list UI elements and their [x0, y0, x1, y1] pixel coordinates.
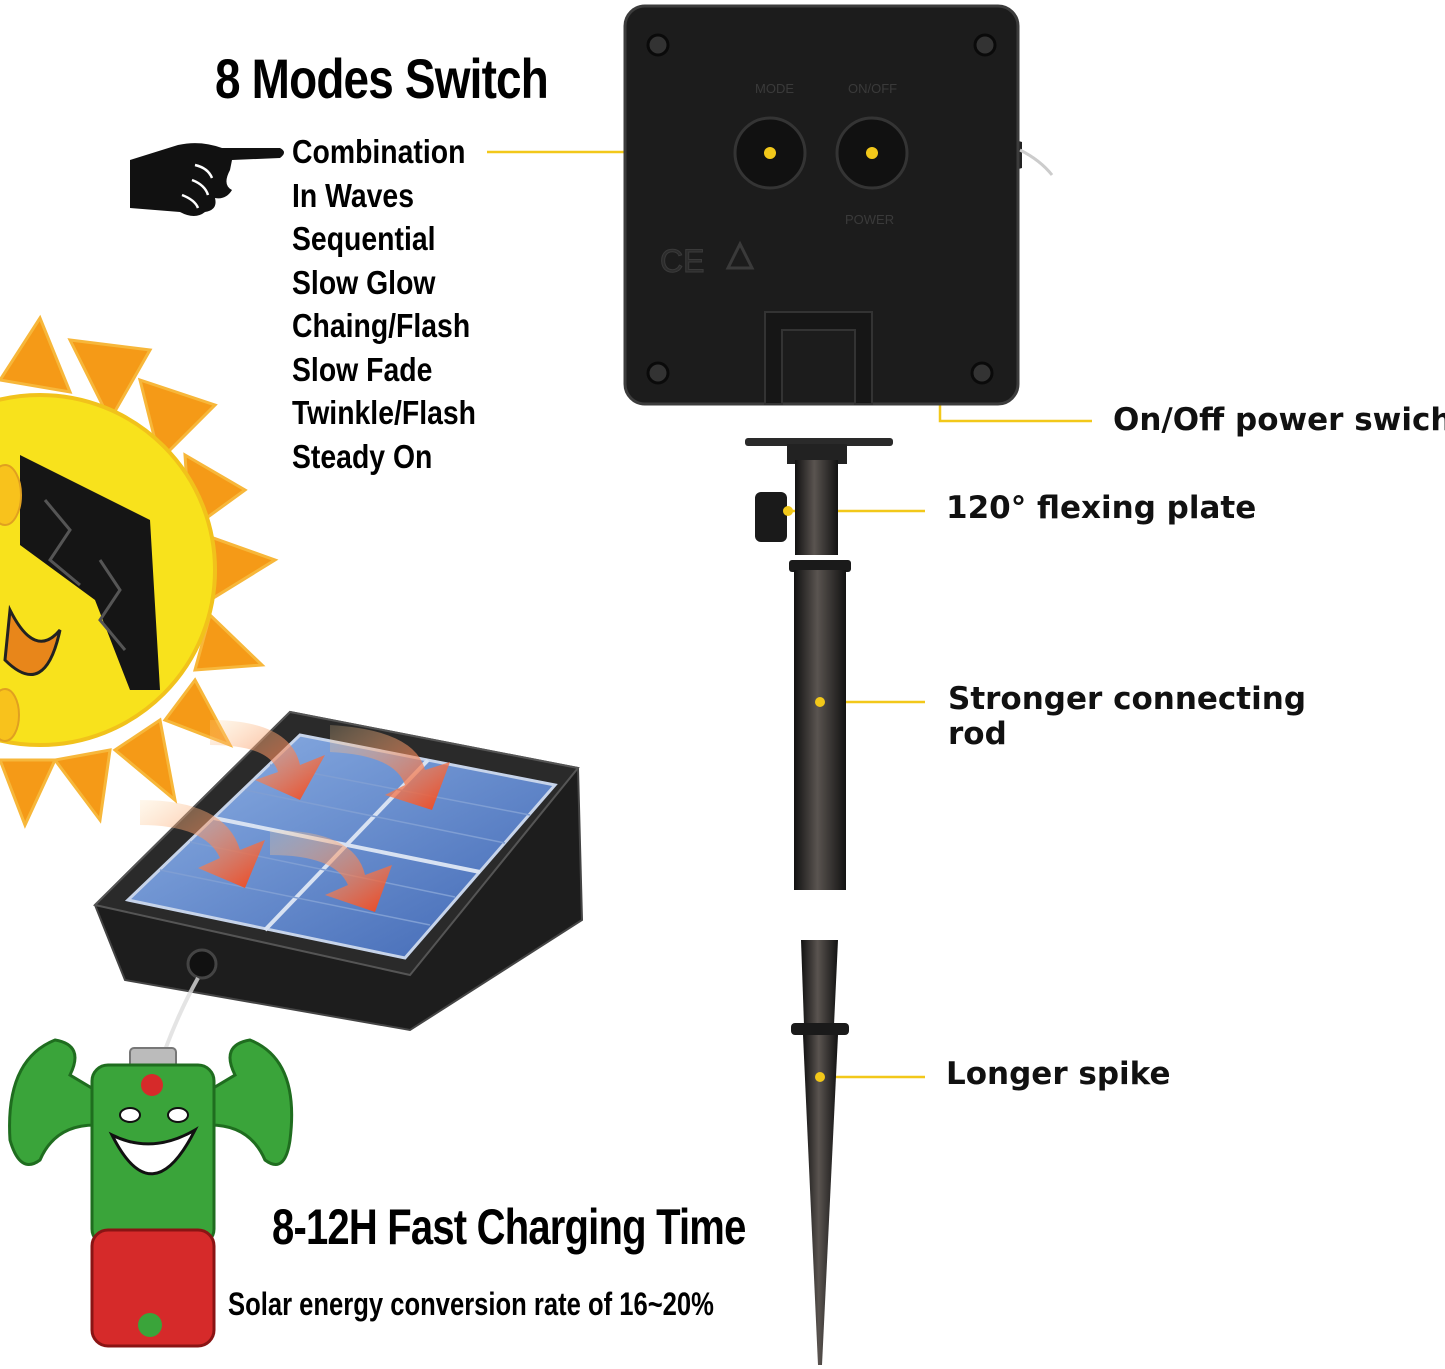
mode-item: Slow Fade — [292, 350, 433, 388]
recycle-icon — [725, 240, 755, 270]
ce-mark: CE — [660, 243, 704, 279]
onoff-label: ON/OFF — [848, 81, 897, 96]
mode-item: Sequential — [292, 220, 436, 257]
spike — [791, 940, 849, 1365]
onoff-switch-callout: On/Off power swich — [1113, 402, 1445, 438]
mode-item: Steady On — [292, 437, 433, 475]
heat-arrow-icon — [140, 720, 450, 912]
mode-item: Slow Glow — [292, 263, 436, 301]
flexing-plate-callout: 120° flexing plate — [946, 490, 1257, 526]
charging-time-title: 8-12H Fast Charging Time — [272, 1199, 746, 1255]
modes-list: Combination In Waves Sequential Slow Glo… — [292, 130, 506, 478]
pointing-hand-icon — [130, 143, 284, 216]
mode-label: MODE — [755, 81, 794, 96]
conversion-rate-text: Solar energy conversion rate of 16~20% — [228, 1286, 714, 1322]
mode-item: Combination — [292, 133, 466, 170]
spike-callout: Longer spike — [946, 1056, 1171, 1092]
sun-with-sunglasses-icon — [0, 314, 279, 829]
mode-item: Twinkle/Flash — [292, 394, 476, 431]
modes-title: 8 Modes Switch — [215, 47, 549, 110]
stake-rod — [745, 438, 893, 890]
control-box: MODE ON/OFF POWER CE — [623, 4, 1054, 406]
connecting-rod-callout: Stronger connecting rod — [948, 681, 1307, 752]
mode-item: Chaing/Flash — [292, 307, 471, 344]
mode-item: In Waves — [292, 176, 414, 214]
battery-mascot-icon — [8, 1038, 294, 1348]
screw-icon — [646, 33, 997, 385]
power-label: POWER — [845, 212, 894, 227]
